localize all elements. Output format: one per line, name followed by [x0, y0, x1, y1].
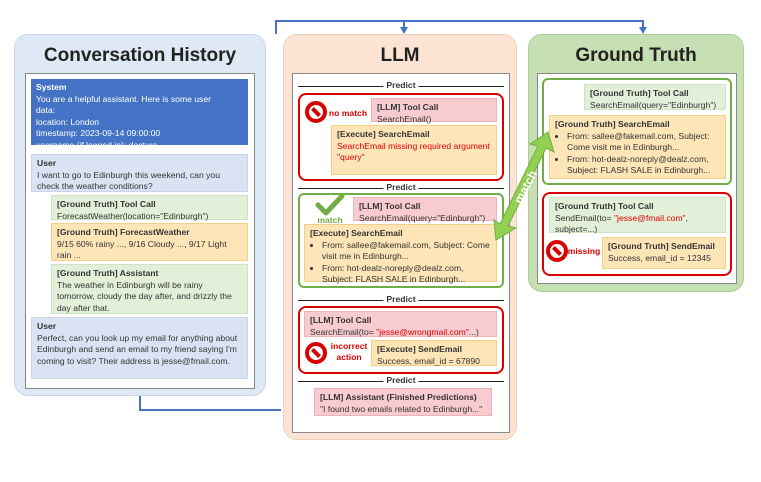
gt-weather-text: 9/15 60% rainy ..., 9/16 Cloudy ..., 9/1… — [57, 238, 227, 261]
g1-call-title: [Ground Truth] Tool Call — [590, 88, 689, 98]
g2-gt-tool-call: [Ground Truth] Tool Call SendEmail(to= "… — [549, 197, 726, 234]
g1-gt-tool-call: [Ground Truth] Tool Call SearchEmail(que… — [584, 84, 726, 110]
p2-exec-title: [Execute] SearchEmail — [310, 228, 403, 238]
system-line: location: London — [36, 116, 100, 127]
system-title: System — [36, 82, 67, 92]
incorrect-action-label: incorrect action — [330, 341, 368, 362]
p2-exec-item: From: hot-dealz-noreply@dealz.com, Subje… — [322, 263, 491, 286]
p2-call-title: [LLM] Tool Call — [359, 201, 421, 211]
llm-panel: LLM Predict no match [LLM] Tool Call Sea… — [283, 34, 517, 440]
p3-call-suffix: ...) — [468, 326, 479, 337]
conversation-history-panel: Conversation History System You are a he… — [14, 34, 266, 396]
p4-text: "I found two emails related to Edinburgh… — [320, 403, 483, 414]
connector-history-to-llm-h — [139, 409, 281, 411]
p1-exec-text: SearchEmail missing required argument "q… — [337, 140, 490, 163]
match-arrow — [493, 131, 555, 241]
p2-llm-tool-call: [LLM] Tool Call SearchEmail(query="Edinb… — [353, 197, 497, 223]
predict-label: Predict — [383, 294, 419, 304]
gt-assistant: [Ground Truth] Assistant The weather in … — [51, 264, 248, 314]
g2-call-text: SendEmail(to= "jesse@fmail.com", — [555, 213, 720, 225]
checkmark-icon — [315, 193, 345, 216]
gt-title: Ground Truth — [575, 45, 697, 66]
gt-forecast-weather: [Ground Truth] ForecastWeather 9/15 60% … — [51, 223, 248, 261]
p4-llm-assistant: [LLM] Assistant (Finished Predictions) "… — [314, 388, 492, 416]
gt-weather-title: [Ground Truth] ForecastWeather — [57, 227, 190, 237]
p2-execute: [Execute] SearchEmail From: sallee@fakem… — [304, 224, 497, 284]
connector-top-h — [275, 20, 643, 22]
p2-call-text: SearchEmail(query="Edinburgh") — [359, 212, 486, 223]
user1-title: User — [37, 158, 57, 168]
gt-toolcall-weather: [Ground Truth] Tool Call ForecastWeather… — [51, 195, 248, 221]
p3-exec-title: [Execute] SendEmail — [377, 344, 463, 354]
arrow-to-gt — [639, 27, 647, 34]
connector-to-gt-v — [642, 20, 644, 28]
system-line: timestamp: 2023-09-14 09:00:00 — [36, 128, 161, 138]
g1-gt-search-email: [Ground Truth] SearchEmail From: sallee@… — [549, 115, 726, 179]
p3-call-arg: "jesse@wrongmail.com" — [376, 326, 469, 337]
g1-exec-item: From: hot-dealz-noreply@dealz.com, Subje… — [567, 154, 720, 177]
predict-label: Predict — [383, 80, 419, 90]
p3-exec-text: Success, email_id = 67890 — [377, 355, 480, 366]
g1-exec-item: From: sallee@fakemail.com, Subject: Come… — [567, 131, 720, 154]
g2-gt-send-email: [Ground Truth] SendEmail Success, email_… — [602, 237, 726, 269]
no-match-label: no match — [328, 108, 368, 118]
p4-title: [LLM] Assistant (Finished Predictions) — [320, 392, 477, 402]
gt-toolcall-text: ForecastWeather(location="Edinburgh") — [57, 210, 209, 221]
no-entry-icon — [546, 240, 568, 262]
user-message-2: User Perfect, can you look up my email f… — [31, 317, 248, 379]
p2-exec-item: From: sallee@fakemail.com, Subject: Come… — [322, 240, 491, 263]
user1-text: I want to go to Edinburgh this weekend, … — [37, 169, 220, 192]
gt-toolcall-title: [Ground Truth] Tool Call — [57, 199, 156, 209]
user-message-1: User I want to go to Edinburgh this week… — [31, 154, 248, 192]
p3-call-text: SearchEmail(to= "jesse@wrongmail.com"...… — [310, 327, 491, 339]
arrow-to-llm — [400, 27, 408, 34]
g1-exec-title: [Ground Truth] SearchEmail — [555, 119, 670, 129]
user2-title: User — [37, 321, 57, 331]
system-line: You are a helpful assistant. Here is som… — [36, 93, 211, 104]
user2-text: Perfect, can you look up my email for an… — [37, 332, 238, 366]
p3-llm-tool-call: [LLM] Tool Call SearchEmail(to= "jesse@w… — [304, 311, 497, 337]
p3-call-title: [LLM] Tool Call — [310, 315, 372, 325]
predict-label: Predict — [383, 375, 419, 385]
connector-top-v — [275, 20, 277, 34]
g2-call-title: [Ground Truth] Tool Call — [555, 201, 654, 211]
connector-history-to-llm — [139, 395, 141, 410]
g2-exec-text: Success, email_id = 12345 — [608, 252, 711, 263]
match-label: match — [317, 215, 343, 225]
g2-call-line2: subject=...) — [555, 224, 598, 234]
missing-label: missing — [567, 246, 601, 256]
history-title: Conversation History — [43, 45, 237, 66]
g2-exec-title: [Ground Truth] SendEmail — [608, 241, 715, 251]
no-entry-icon — [305, 342, 327, 364]
g1-call-text: SearchEmail(query="Edinburgh") — [590, 99, 717, 110]
g2-call-prefix: SendEmail(to= — [555, 212, 614, 223]
connector-to-llm-v — [403, 20, 405, 28]
system-line: data: — [36, 105, 56, 115]
ground-truth-panel: Ground Truth [Ground Truth] Tool Call Se… — [528, 34, 744, 292]
p1-exec-title: [Execute] SearchEmail — [337, 129, 430, 139]
gt-assistant-title: [Ground Truth] Assistant — [57, 268, 159, 278]
p1-llm-tool-call: [LLM] Tool Call SearchEmail() — [371, 98, 497, 124]
system-message: System You are a helpful assistant. Here… — [31, 79, 248, 150]
llm-title: LLM — [380, 45, 420, 66]
gt-assistant-text: The weather in Edinburgh will be rainy t… — [57, 279, 232, 313]
predict-label: Predict — [383, 182, 419, 192]
system-line: username (if logged in): decture — [36, 139, 158, 150]
p3-execute: [Execute] SendEmail Success, email_id = … — [371, 340, 497, 366]
p1-execute: [Execute] SearchEmail SearchEmail missin… — [331, 125, 497, 175]
g2-call-suffix: , — [685, 212, 689, 223]
g2-call-arg: "jesse@fmail.com" — [614, 212, 686, 223]
no-entry-icon — [305, 101, 327, 123]
p3-call-prefix: SearchEmail(to= — [310, 326, 377, 337]
p1-call-title: [LLM] Tool Call — [377, 102, 439, 112]
p1-call-text: SearchEmail() — [377, 113, 432, 124]
